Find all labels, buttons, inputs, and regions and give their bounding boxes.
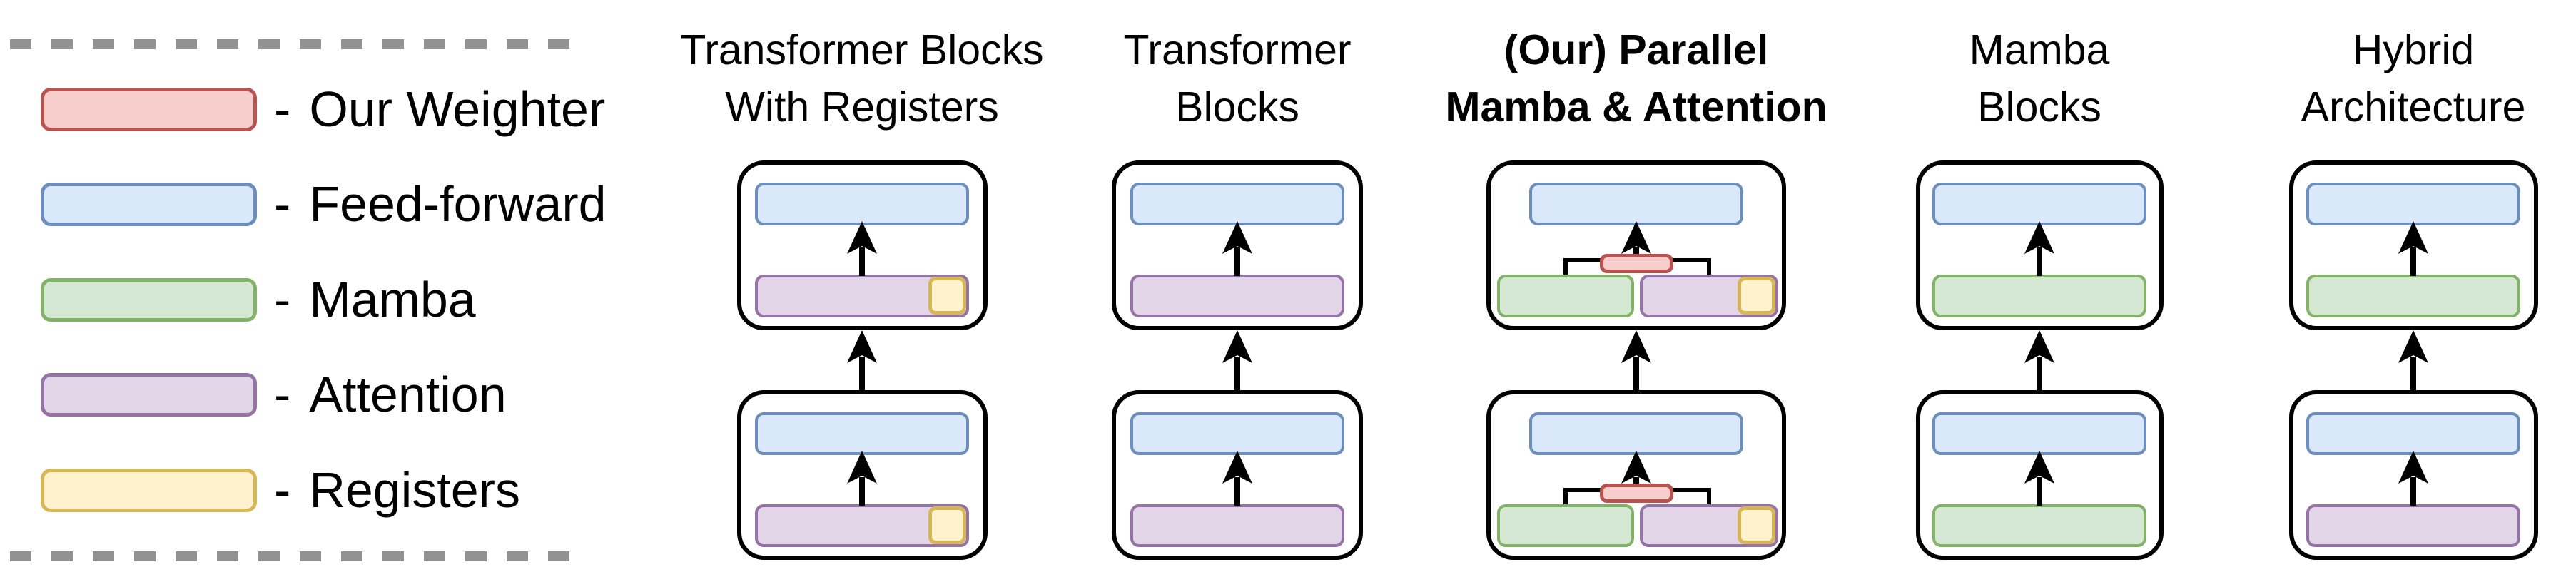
legend-bottom-dashed-line xyxy=(10,551,587,561)
legend-item-registers: -Registers xyxy=(41,462,520,518)
block-parallel xyxy=(1486,160,1786,330)
column-title-line: Mamba xyxy=(1969,26,2110,73)
between-blocks-arrow xyxy=(847,330,877,391)
between-blocks-arrow xyxy=(2024,330,2054,391)
weighter-box xyxy=(1599,254,1673,273)
mamba-to-feed-forward-arrow xyxy=(2024,221,2054,276)
feed-forward-box xyxy=(1130,412,1344,455)
legend-label: Feed-forward xyxy=(309,176,607,232)
column-title-line: (Our) Parallel xyxy=(1503,26,1769,73)
merge-line-right-stub xyxy=(1707,488,1711,504)
mamba-to-feed-forward-arrow xyxy=(2398,221,2428,276)
mamba-swatch xyxy=(41,278,257,322)
attention-to-feed-forward-arrow xyxy=(847,221,877,276)
legend-separator: - xyxy=(274,176,291,232)
feed-forward-box xyxy=(755,412,969,455)
weighter-to-feed-forward-arrow xyxy=(1621,451,1651,484)
registers-swatch xyxy=(41,469,257,512)
column-title-line: Mamba & Attention xyxy=(1445,83,1827,131)
weighter-to-feed-forward-arrow xyxy=(1621,221,1651,255)
legend-separator: - xyxy=(274,272,291,327)
block-attention xyxy=(1112,390,1363,560)
block-mamba xyxy=(1915,160,2164,330)
registers-box xyxy=(928,277,966,315)
between-blocks-arrow xyxy=(2398,330,2428,391)
legend-separator: - xyxy=(274,81,291,137)
column-title-line: Blocks xyxy=(1977,83,2101,131)
attention-to-feed-forward-arrow xyxy=(1222,221,1252,276)
legend-separator: - xyxy=(274,462,291,518)
column-title-line: Transformer xyxy=(1123,26,1352,73)
weighter-box xyxy=(1599,484,1673,503)
feed-forward-box xyxy=(1130,183,1344,225)
block-parallel xyxy=(1486,390,1786,560)
attention-to-feed-forward-arrow xyxy=(2398,451,2428,506)
block-mamba xyxy=(1915,390,2164,560)
block-attention xyxy=(2288,390,2538,560)
merge-line-right-stub xyxy=(1707,258,1711,275)
attention-to-feed-forward-arrow xyxy=(847,451,877,506)
legend-separator: - xyxy=(274,367,291,422)
feed-forward-box xyxy=(1529,183,1743,225)
registers-box xyxy=(1738,277,1775,315)
block-attention_registers xyxy=(736,390,988,560)
registers-box xyxy=(928,506,966,544)
legend: -Our Weighter-Feed-forward-Mamba-Attenti… xyxy=(0,0,614,567)
column-title-line: Transformer Blocks xyxy=(680,26,1044,73)
legend-label: Our Weighter xyxy=(309,81,606,137)
feed-forward-box xyxy=(1932,183,2146,225)
legend-item-attention: -Attention xyxy=(41,367,507,422)
legend-top-dashed-line xyxy=(10,39,587,49)
attention-swatch xyxy=(41,373,257,417)
between-blocks-arrow xyxy=(1621,330,1651,391)
merge-line-left-stub xyxy=(1563,258,1568,275)
legend-label: Mamba xyxy=(309,272,476,327)
between-blocks-arrow xyxy=(1222,330,1252,391)
column-title-line: Architecture xyxy=(2301,83,2526,131)
mamba-box xyxy=(1497,275,1634,317)
block-mamba xyxy=(2288,160,2538,330)
column-title-line: Blocks xyxy=(1175,83,1299,131)
legend-item-weighter: -Our Weighter xyxy=(41,81,606,137)
attention-box xyxy=(1130,275,1344,317)
mamba-box xyxy=(1497,504,1634,547)
feed_forward-swatch xyxy=(41,183,257,226)
legend-item-mamba: -Mamba xyxy=(41,272,476,327)
column-title-line: With Registers xyxy=(725,83,999,131)
legend-label: Registers xyxy=(309,462,520,518)
block-attention xyxy=(1112,160,1363,330)
feed-forward-box xyxy=(2306,183,2520,225)
block-attention_registers xyxy=(736,160,988,330)
attention-box xyxy=(1130,504,1344,547)
feed-forward-box xyxy=(1932,412,2146,455)
legend-item-feed_forward: -Feed-forward xyxy=(41,176,607,232)
mamba-box xyxy=(1932,504,2146,547)
mamba-box xyxy=(1932,275,2146,317)
merge-line-left-stub xyxy=(1563,488,1568,504)
mamba-to-feed-forward-arrow xyxy=(2024,451,2054,506)
attention-to-feed-forward-arrow xyxy=(1222,451,1252,506)
feed-forward-box xyxy=(755,183,969,225)
legend-label: Attention xyxy=(309,367,507,422)
feed-forward-box xyxy=(2306,412,2520,455)
column-title-line: Hybrid xyxy=(2352,26,2475,73)
mamba-box xyxy=(2306,275,2520,317)
attention-box xyxy=(2306,504,2520,547)
feed-forward-box xyxy=(1529,412,1743,455)
registers-box xyxy=(1738,506,1775,544)
weighter-swatch xyxy=(41,88,257,131)
